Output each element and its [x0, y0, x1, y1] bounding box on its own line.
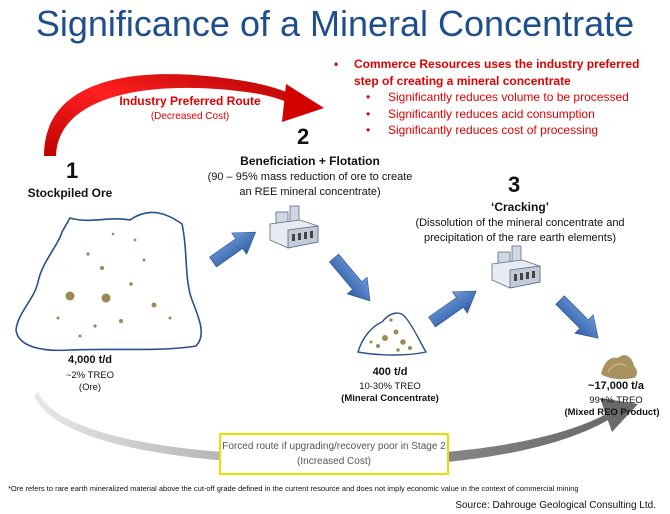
forced-route-arrow — [34, 392, 638, 466]
stage-2-note: (90 – 95% mass reduction of ore to creat… — [207, 171, 413, 198]
preferred-route-arrow — [44, 74, 324, 156]
stage-3-grade: 99+% TREO — [589, 395, 643, 406]
forced-route-box: Forced route if upgrading/recovery poor … — [219, 433, 449, 475]
bullet-main: Commerce Resources uses the industry pre… — [330, 56, 665, 89]
flow-arrow-beneficiation-to-concentrate — [328, 253, 371, 302]
flow-arrow-cracking-to-product — [555, 295, 599, 339]
stage-2-label: Beneficiation + Flotation — [240, 154, 380, 168]
stage-2-grade: 10-30% TREO — [359, 381, 421, 392]
stage-2-number: 2 — [297, 124, 310, 149]
stage-3-rate: ~17,000 t/a — [588, 380, 644, 392]
stage-1-grade: ~2% TREO — [65, 370, 115, 381]
bullet-sub-2: Significantly reduces acid consumption — [330, 106, 665, 123]
flow-arrow-ore-to-beneficiation — [209, 231, 257, 268]
reo-product-image — [601, 355, 637, 380]
stage-1-rate: 4,000 t/d — [67, 354, 113, 366]
stage-1-number: 1 — [66, 158, 79, 183]
source-credit: Source: Dahrouge Geological Consulting L… — [455, 500, 656, 511]
forced-route-label: Forced route if upgrading/recovery poor … — [222, 441, 446, 452]
bullet-sub-3: Significantly reduces cost of processing — [330, 122, 665, 139]
stage-3-number: 3 — [508, 172, 521, 197]
stockpiled-ore-image — [15, 211, 203, 352]
stage-1-label: Stockpiled Ore — [27, 186, 113, 200]
factory-icon — [269, 205, 319, 249]
preferred-route-title: Industry Preferred Route — [119, 94, 261, 108]
preferred-route-label: Industry Preferred Route (Decreased Cost… — [110, 94, 270, 124]
page-title: Significance of a Mineral Concentrate — [35, 3, 635, 44]
stage-2-rate: 400 t/d — [372, 366, 408, 378]
bullet-sub-1: Significantly reduces volume to be proce… — [330, 89, 665, 106]
bullet-list: Commerce Resources uses the industry pre… — [330, 56, 665, 139]
footnote: *Ore refers to rare earth mineralized ma… — [8, 484, 579, 493]
stage-2-material: (Mineral Concentrate) — [341, 393, 439, 404]
stage-3-note: (Dissolution of the mineral concentrate … — [415, 217, 625, 244]
mineral-concentrate-image — [357, 312, 428, 356]
forced-route-sublabel: (Increased Cost) — [297, 456, 371, 467]
factory-icon — [491, 245, 541, 289]
preferred-route-sublabel: (Decreased Cost) — [150, 111, 230, 122]
flow-arrow-concentrate-to-cracking — [428, 290, 477, 328]
stage-3-material: (Mixed REO Product) — [564, 407, 660, 418]
stage-1-material: (Ore) — [78, 382, 102, 393]
stage-3-label: ‘Cracking’ — [490, 200, 550, 214]
